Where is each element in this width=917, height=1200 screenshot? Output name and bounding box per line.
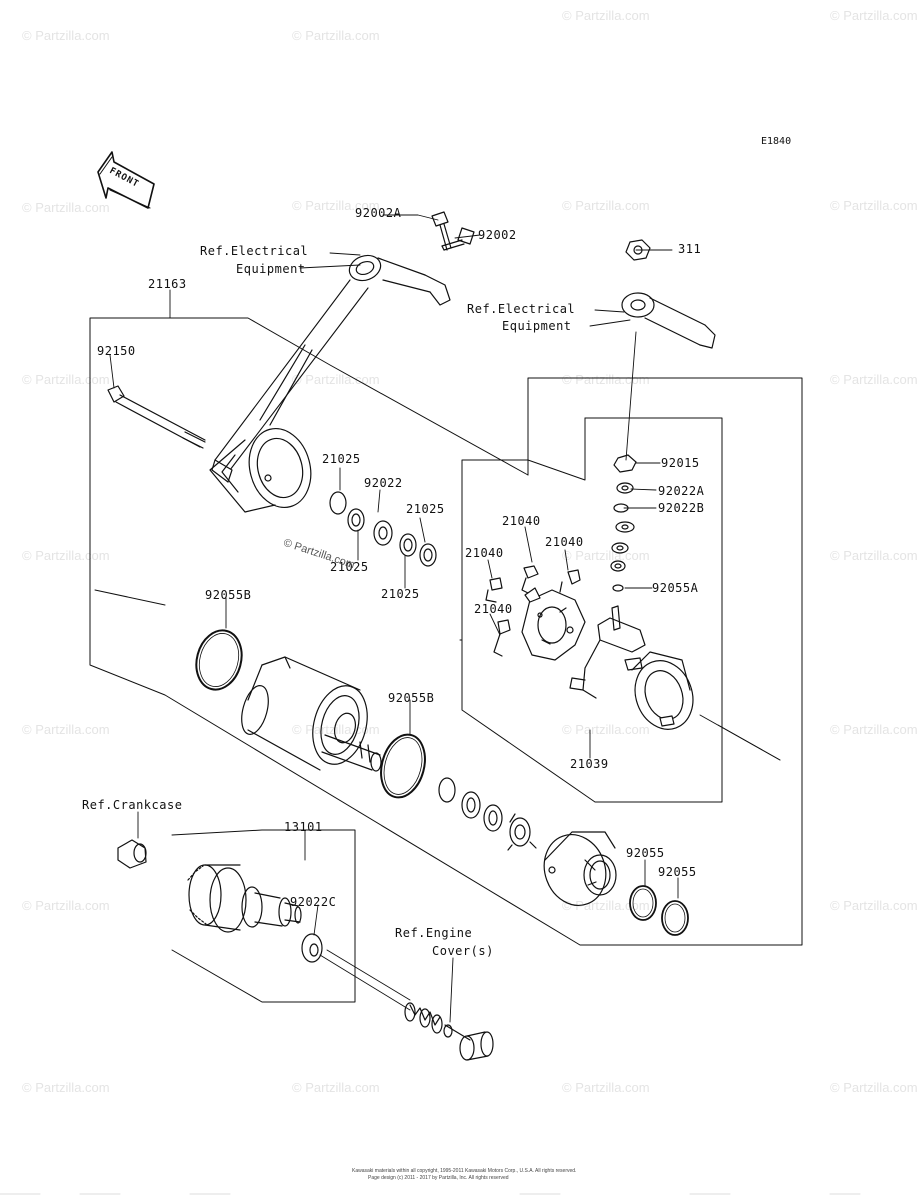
label-92150: 92150: [97, 344, 136, 358]
watermark: © Partzilla.com: [562, 722, 650, 737]
label-92022: 92022: [364, 476, 403, 490]
label-21040-c: 21040: [465, 546, 504, 560]
yoke-housing: [241, 656, 382, 772]
label-92022C: 92022C: [290, 895, 337, 909]
watermark: © Partzilla.com: [22, 548, 110, 563]
watermark: © Partzilla.com: [830, 1080, 917, 1095]
washer-92022C: [301, 933, 323, 963]
label-ref-electrical-1-sub: Equipment: [236, 262, 306, 276]
label-92055-b: 92055: [658, 865, 697, 879]
watermark: © Partzilla.com: [830, 898, 917, 913]
watermark: © Partzilla.com: [22, 200, 110, 215]
watermark: © Partzilla.com: [292, 28, 380, 43]
front-cover-flange: [543, 831, 617, 906]
label-92055B-left: 92055B: [205, 588, 252, 602]
spring: [404, 1002, 471, 1041]
label-21040-b: 21040: [545, 535, 584, 549]
nut-311: [625, 239, 651, 261]
watermark: © Partzilla.com: [292, 198, 380, 213]
watermark: © Partzilla.com: [22, 722, 110, 737]
bolt-92002: [441, 227, 475, 251]
outline-21163: [89, 317, 803, 1003]
label-21039: 21039: [570, 757, 609, 771]
label-21040-d: 21040: [474, 602, 513, 616]
watermark: © Partzilla.com: [562, 1080, 650, 1095]
label-92055B-right: 92055B: [388, 691, 435, 705]
watermark: © Partzilla.com: [830, 372, 917, 387]
bushing-engine-cover: [459, 1031, 494, 1061]
watermark: © Partzilla.com: [830, 722, 917, 737]
terminal-bracket: [569, 605, 646, 699]
watermark: © Partzilla.com: [562, 198, 650, 213]
starter-cable-2: [621, 292, 716, 349]
o-rings-92055: [629, 885, 689, 936]
label-ref-electrical-1: Ref.Electrical: [200, 244, 309, 258]
label-ref-engine: Ref.Engine: [395, 926, 473, 940]
watermark: © Partzilla.com: [22, 898, 110, 913]
label-21163: 21163: [148, 277, 187, 291]
front-arrow-icon: [97, 151, 155, 209]
label-92055-a: 92055: [626, 846, 665, 860]
label-21025-b: 21025: [406, 502, 445, 516]
copyright-line-1: Kawasaki materials within all copyright,…: [352, 1168, 577, 1174]
diagram-code: E1840: [761, 136, 792, 147]
shaft-line: [319, 949, 411, 1011]
label-ref-electrical-2-sub: Equipment: [502, 319, 572, 333]
label-92022B: 92022B: [658, 501, 705, 515]
watermark: © Partzilla.com: [830, 198, 917, 213]
starter-cable-1: [211, 254, 451, 483]
watermark: © Partzilla.com: [292, 1080, 380, 1095]
watermark: © Partzilla.com: [292, 372, 380, 387]
watermark: © Partzilla.com: [830, 8, 917, 23]
copyright-line-2: Page design (c) 2011 - 2017 by Partzilla…: [368, 1175, 509, 1181]
terminal-hardware: [610, 454, 637, 592]
label-21040-a: 21040: [502, 514, 541, 528]
front-washers: [438, 777, 537, 851]
label-ref-electrical-2: Ref.Electrical: [467, 302, 576, 316]
front-housing: [631, 651, 694, 730]
label-92022A: 92022A: [658, 484, 705, 498]
brush-holder-plate: [521, 587, 586, 661]
watermark: © Partzilla.com: [22, 372, 110, 387]
label-21025-c: 21025: [330, 560, 369, 574]
watermark: © Partzilla.com: [830, 548, 917, 563]
bushing-crankcase: [117, 839, 147, 869]
watermark: © Partzilla.com: [22, 1080, 110, 1095]
label-21025-d: 21025: [381, 587, 420, 601]
o-ring-92055B-left: [195, 629, 243, 691]
watermark: © Partzilla.com: [562, 372, 650, 387]
label-21025-a: 21025: [322, 452, 361, 466]
small-washer: [443, 1024, 453, 1038]
watermark: © Partzilla.com: [22, 28, 110, 43]
watermark: © Partzilla.com: [562, 548, 650, 563]
label-92002A: 92002A: [355, 206, 402, 220]
label-92002: 92002: [478, 228, 517, 242]
label-ref-crankcase: Ref.Crankcase: [82, 798, 183, 812]
leader-lines: [109, 214, 781, 1023]
rear-end-cover: [209, 427, 312, 513]
label-92015: 92015: [661, 456, 700, 470]
label-311: 311: [678, 242, 702, 256]
label-13101: 13101: [284, 820, 323, 834]
starter-clutch-13101: [187, 864, 302, 933]
watermark: © Partzilla.com: [562, 898, 650, 913]
label-ref-engine-sub: Cover(s): [432, 944, 494, 958]
watermark: © Partzilla.com: [562, 8, 650, 23]
label-92055A: 92055A: [652, 581, 699, 595]
washers: [329, 491, 437, 567]
o-ring-92055B-right: [380, 733, 426, 799]
bolt-92150: [107, 385, 206, 449]
